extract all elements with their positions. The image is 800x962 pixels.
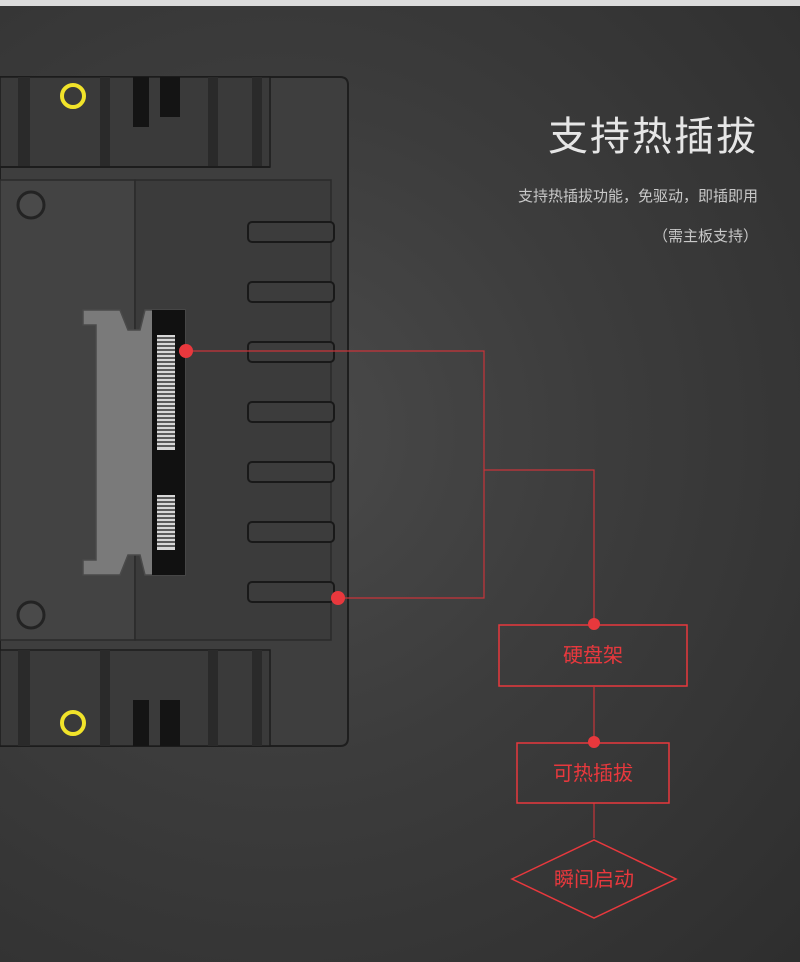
side-fins	[247, 221, 335, 603]
flow-diamond-label: 瞬间启动	[554, 867, 634, 891]
flow-box-1-label: 硬盘架	[563, 643, 623, 667]
callout-lines	[186, 350, 595, 838]
description-line-1: 支持热插拔功能，免驱动，即插即用	[517, 187, 758, 205]
flow-diamond	[510, 839, 678, 919]
flow-shapes	[498, 624, 688, 919]
screw-holes	[16, 83, 86, 736]
callout-dots	[179, 344, 600, 748]
description-line-2: （需主板支持）	[652, 227, 758, 245]
bottom-rails	[0, 649, 271, 747]
page-heading: 支持热插拔	[548, 114, 758, 160]
top-rails	[0, 76, 271, 168]
flow-box-1	[498, 624, 688, 687]
sata-connector	[82, 309, 186, 576]
yellow-screw-top-icon	[60, 83, 86, 109]
yellow-screw-bottom-icon	[60, 710, 86, 736]
flow-box-2	[516, 742, 670, 804]
top-band	[0, 0, 800, 6]
flow-box-2-label: 可热插拔	[553, 761, 633, 785]
